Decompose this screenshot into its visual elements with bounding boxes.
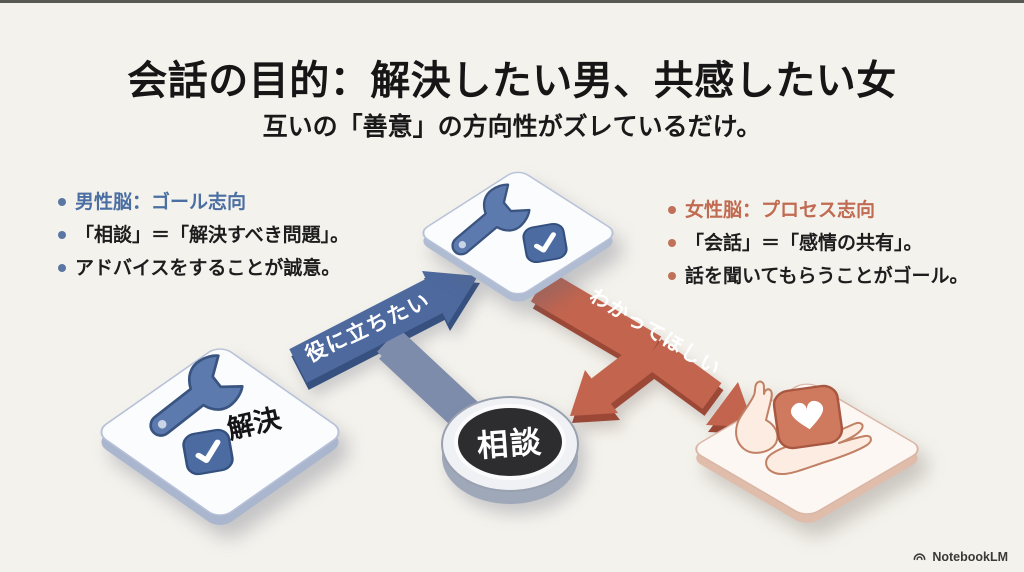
consult-circle: 相談 [441,396,579,504]
male-panel-heading: 男性脳：ゴール志向 [75,192,247,213]
empathy-card [695,380,919,523]
female-panel-bullet: 話を聞いてもらうことがゴール。 [685,265,969,287]
male-panel: 男性脳：ゴール志向 「相談」＝「解決すべき問題」。 アドバイスをすることが誠意。 [58,192,403,280]
hands-holding-heart-icon [735,380,872,475]
list-item: 女性脳：プロセス志向 [668,200,1020,222]
bullet-dot-icon [668,271,676,280]
watermark-label: NotebookLM [932,549,1008,564]
top-edge-strip [0,0,1024,3]
bullet-dot-icon [668,206,676,214]
red-arrow [540,286,756,434]
male-panel-bullet: 「相談」＝「解決すべき問題」。 [75,224,350,246]
female-panel-heading: 女性脳：プロセス志向 [685,200,876,221]
female-panel: 女性脳：プロセス志向 「会話」＝「感情の共有」。 話を聞いてもらうことがゴール。 [668,200,1020,288]
tools-card [422,171,614,302]
page-title: 会話の目的：解決したい男、共感したい女 [127,59,897,103]
bullet-dot-icon [58,230,66,239]
page-subtitle: 互いの「善意」の方向性がズレているだけ。 [262,113,762,141]
list-item: 男性脳：ゴール志向 [58,192,403,214]
watermark: NotebookLM [912,549,1008,564]
bullet-dot-icon [668,238,676,247]
list-item: 「相談」＝「解決すべき問題」。 [58,225,403,247]
bullet-dot-icon [58,263,66,272]
list-item: アドバイスをすることが誠意。 [58,258,403,280]
female-panel-bullet: 「会話」＝「感情の共有」。 [685,232,923,254]
male-panel-bullet: アドバイスをすることが誠意。 [75,257,341,279]
solve-card: 解決 [100,348,340,525]
notebooklm-logo-icon [913,553,926,561]
list-item: 話を聞いてもらうことがゴール。 [668,266,1020,288]
check-icon [522,222,568,263]
bullet-dot-icon [58,198,66,206]
list-item: 「会話」＝「感情の共有」。 [668,233,1020,255]
consult-circle-label: 相談 [476,424,544,464]
check-icon [182,428,234,476]
